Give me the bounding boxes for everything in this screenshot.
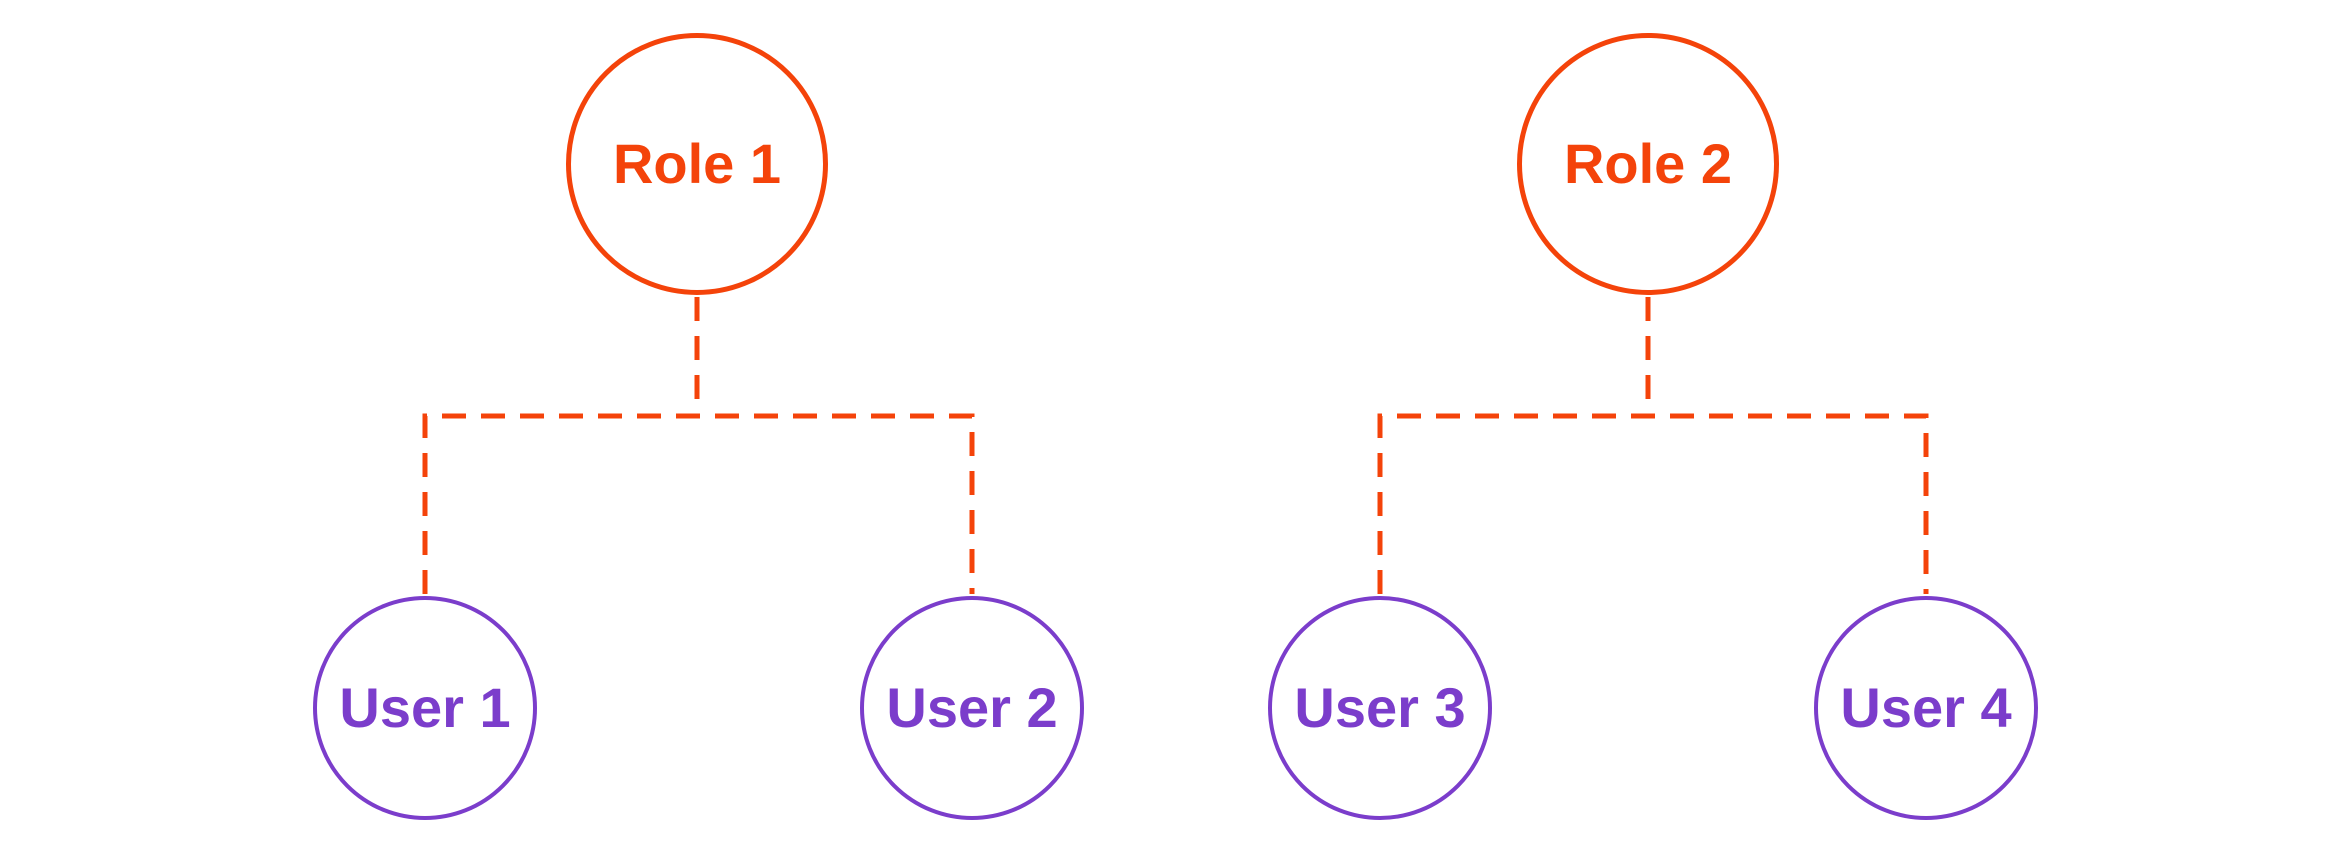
role-2-label: Role 2: [1563, 132, 1733, 195]
role2-elbow-line: [1377, 413, 1929, 594]
user-2-node: User 2: [860, 596, 1084, 820]
role-1-node: Role 1: [566, 33, 828, 295]
role-1-label: Role 1: [612, 132, 782, 195]
user-2-label: User 2: [886, 676, 1058, 739]
user-3-label: User 3: [1294, 676, 1466, 739]
user-4-node: User 4: [1814, 596, 2038, 820]
user-4-label: User 4: [1840, 676, 2012, 739]
user-1-node: User 1: [313, 596, 537, 820]
user-3-node: User 3: [1268, 596, 1492, 820]
role1-elbow-line: [422, 413, 975, 594]
role-2-node: Role 2: [1517, 33, 1779, 295]
user-1-label: User 1: [339, 676, 511, 739]
